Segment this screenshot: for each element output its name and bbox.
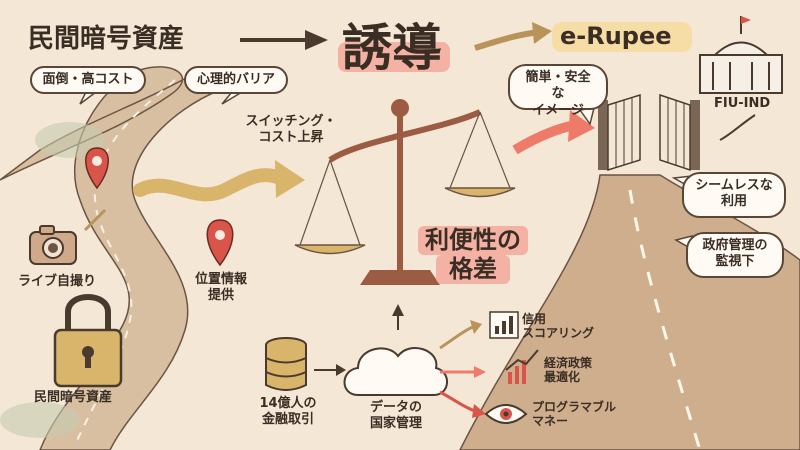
bubble-surveillance-line2: 監視下 (715, 254, 755, 270)
bubble-seamless-line2: 利用 (720, 194, 747, 210)
output-policy-label: 経済政策 最適化 (544, 356, 592, 385)
erupee-highlight (552, 22, 692, 52)
winding-road (0, 66, 222, 450)
map-pin-icon (85, 147, 109, 190)
fiu-arrow (719, 114, 756, 141)
bubble-cost-text: 面倒・高コスト (42, 72, 134, 87)
data-mgmt-line1: データの (369, 400, 422, 415)
bar-chart-icon (489, 311, 519, 339)
trend-chart-icon (505, 349, 539, 384)
camera-icon (29, 225, 77, 265)
bubble-seamless-line1: シームレスな (695, 178, 773, 193)
wavy-arrow (133, 160, 305, 202)
header-right-title: e-Rupee (560, 22, 672, 50)
bubble-seamless: シームレスな 利用 (682, 172, 786, 218)
location-line1: 位置情報 (194, 272, 247, 287)
header-left-title: 民間暗号資産 (28, 24, 185, 54)
data-mgmt-label: データの 国家管理 (356, 400, 436, 431)
header-arrow-left (240, 30, 328, 50)
arrow-camera (83, 208, 107, 232)
location-pin-icon (206, 219, 234, 267)
location-label: 位置情報 提供 (186, 272, 256, 303)
output-programmable-label: プログラマブル マネー (532, 400, 616, 429)
gate-icon (598, 93, 700, 172)
data-mgmt-line2: 国家管理 (369, 415, 422, 431)
location-line2: 提供 (207, 287, 234, 303)
out3-line2: マネー (532, 414, 569, 429)
live-selfie-label: ライブ自撮り (18, 274, 97, 289)
government-building-icon (699, 16, 783, 94)
output-credit-label: 信用 スコアリング (522, 312, 594, 341)
bubble-cost: 面倒・高コスト (30, 66, 146, 94)
data-source-line2: 金融取引 (261, 411, 314, 427)
bubble-safe-line1: 簡単・安全な (525, 70, 591, 102)
bubble-barrier: 心理的バリア (184, 66, 288, 94)
fiu-label: FIU-IND (714, 96, 771, 111)
header-arrow-right (474, 22, 552, 51)
out2-line2: 最適化 (544, 370, 581, 385)
bubble-barrier-text: 心理的バリア (196, 72, 275, 87)
gap-line1: 利便性の (418, 225, 528, 255)
data-source-line1: 14億人の (259, 396, 317, 411)
convenience-gap-label: 利便性の 格差 (418, 225, 528, 284)
title-highlight (338, 42, 450, 72)
switching-cost-line1: スイッチング・ (245, 114, 337, 129)
switching-cost-label: スイッチング・ コスト上昇 (236, 114, 346, 145)
padlock-icon (53, 294, 123, 388)
bubble-surveillance: 政府管理の 監視下 (686, 232, 784, 278)
switching-cost-line2: コスト上昇 (258, 129, 324, 145)
out1-line1: 信用 (522, 312, 547, 326)
bubble-surveillance-line1: 政府管理の (702, 238, 768, 253)
data-source-label: 14億人の 金融取引 (250, 396, 326, 427)
balance-scale-icon (294, 99, 516, 285)
bubble-safe: 簡単・安全な イメージ (508, 64, 608, 118)
cloud-icon (343, 347, 448, 396)
database-icon (265, 337, 307, 391)
eye-icon (484, 404, 528, 424)
out2-line1: 経済政策 (544, 356, 593, 370)
out3-line1: プログラマブル (532, 400, 617, 414)
header-center-title: 誘導 (342, 18, 442, 77)
out1-line2: スコアリング (522, 326, 595, 341)
bubble-safe-line2: イメージ (532, 102, 584, 118)
lock-label: 民間暗号資産 (34, 390, 113, 405)
gap-line2: 格差 (436, 254, 510, 284)
